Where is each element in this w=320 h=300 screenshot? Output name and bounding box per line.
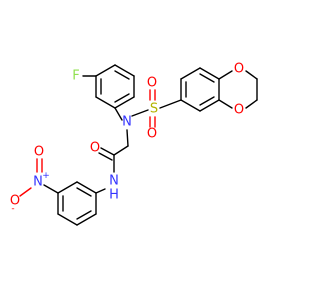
bond — [180, 99, 201, 112]
atom-label-sulfonyl-oxygen: O — [147, 76, 157, 91]
bond — [199, 96, 215, 106]
bond — [113, 145, 129, 156]
atom-label-nitro-oxygen: O — [10, 194, 20, 209]
bond — [218, 99, 233, 109]
molecule-structure: F S O O N O O O N H N + O - O — [10, 62, 258, 226]
bond — [218, 70, 233, 80]
acetamide-group — [98, 129, 129, 173]
atom-label-amide-nitrogen: N — [109, 174, 119, 189]
bond — [131, 109, 149, 117]
bond — [76, 210, 92, 220]
bond — [95, 64, 116, 77]
bond — [19, 187, 32, 197]
atom-label-nitro-nitrogen: N — [33, 175, 43, 190]
atom-label-sulfur: S — [150, 102, 158, 117]
atom-label-dioxin-oxygen: O — [234, 62, 244, 77]
bond — [95, 188, 106, 194]
bond — [159, 99, 182, 109]
atom-label-dioxin-oxygen: O — [234, 103, 244, 118]
bond — [76, 213, 97, 226]
bond — [76, 181, 97, 194]
atom-label-sulfonyl-oxygen: O — [147, 127, 157, 142]
bond — [98, 152, 113, 161]
bond — [199, 67, 220, 80]
bond — [126, 129, 129, 147]
nitro-group — [19, 158, 43, 197]
bond — [245, 70, 258, 80]
bond — [57, 181, 78, 194]
sulfonyl-group — [131, 89, 182, 128]
atom-label-nitro-oxygen: O — [34, 145, 44, 160]
bond — [76, 187, 92, 197]
bond — [57, 213, 78, 226]
bond — [180, 67, 201, 80]
nitrophenyl-group — [43, 181, 106, 226]
bond — [114, 107, 123, 121]
bond — [114, 96, 135, 109]
atom-label-fluorine: F — [72, 69, 79, 84]
atom-labels: F S O O N O O O N H N + O - O — [10, 62, 244, 215]
atom-label-sulfonamide-nitrogen: N — [122, 115, 132, 130]
atom-label-amide-oxygen: O — [90, 141, 100, 156]
bond — [114, 70, 130, 80]
bond — [114, 93, 130, 103]
fluorophenyl-group — [82, 64, 135, 121]
atom-label-amide-hydrogen: H — [109, 188, 119, 203]
nitro-oxygen-charge: - — [11, 204, 14, 214]
bond — [199, 99, 220, 112]
bond — [100, 147, 115, 156]
bond — [245, 99, 258, 109]
bond — [43, 184, 59, 194]
bond — [95, 96, 116, 109]
benzodioxane-group — [180, 67, 258, 112]
nitro-nitrogen-charge: + — [42, 171, 50, 181]
bond — [199, 73, 215, 83]
bond — [114, 64, 135, 77]
